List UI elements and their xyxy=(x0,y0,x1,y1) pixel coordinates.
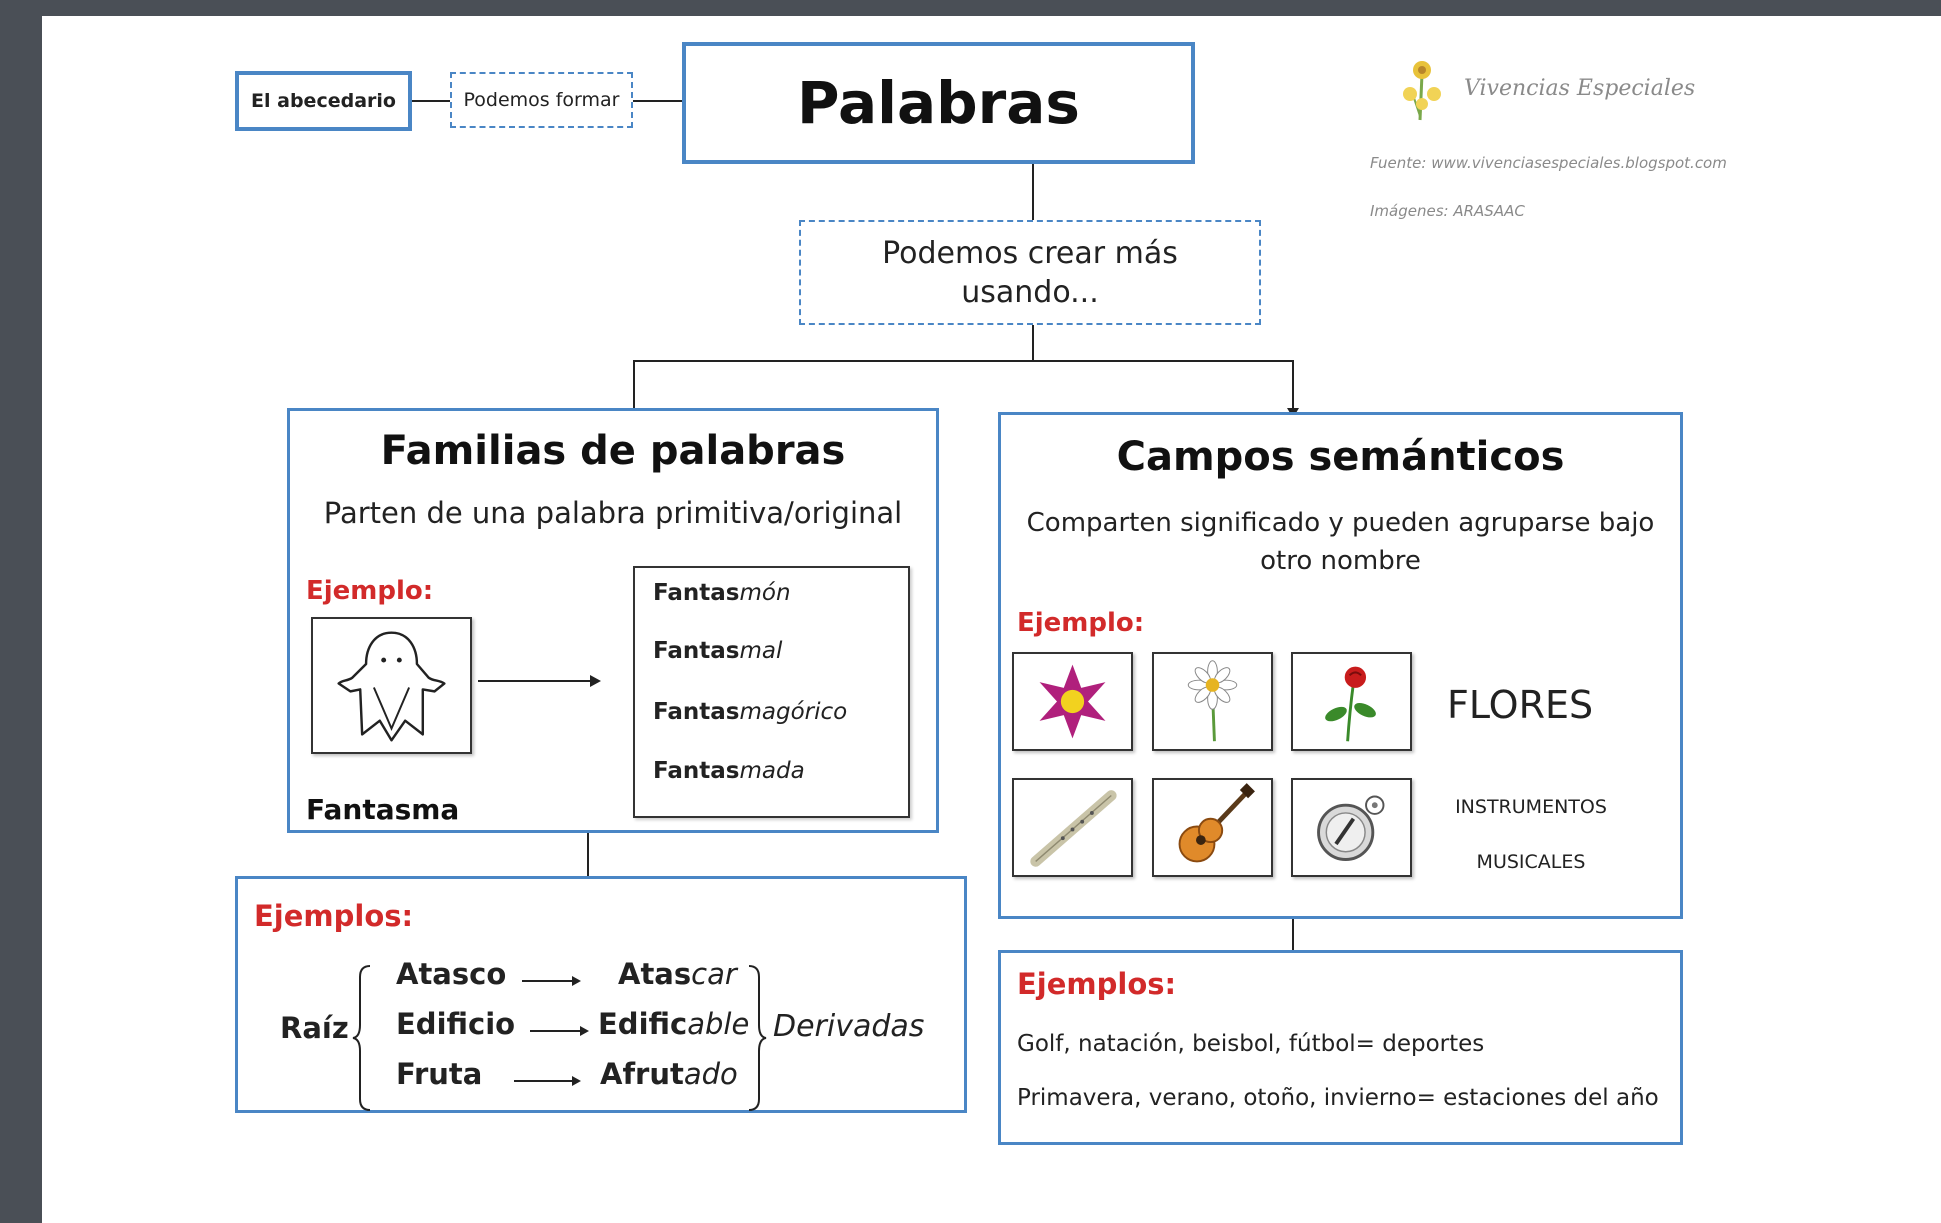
derived-word-root: Fantas xyxy=(653,580,740,606)
derived-word-root: Fantas xyxy=(653,758,740,784)
connector-right-branch xyxy=(1292,360,1294,410)
familias-ejemplos-box: Ejemplos: Raíz Atasco Edificio Fruta Ata… xyxy=(235,876,967,1113)
derived-root: Atas xyxy=(618,957,692,991)
row-arrow-head xyxy=(572,1076,581,1086)
campos-ejemplo-line: Primavera, verano, otoño, invierno= esta… xyxy=(1017,1085,1659,1111)
rose-icon xyxy=(1325,666,1376,742)
logo-text: Vivencias Especiales xyxy=(1464,76,1696,101)
palabras-title-box: Palabras xyxy=(682,42,1195,164)
familias-box: Familias de palabras Parten de una palab… xyxy=(287,408,939,833)
instrumentos-label-line2: MUSICALES xyxy=(1476,851,1586,873)
base-word: Fruta xyxy=(396,1057,483,1091)
campos-ejemplos-label: Ejemplos: xyxy=(1017,967,1177,1001)
campos-ejemplo-line: Golf, natación, beisbol, fútbol= deporte… xyxy=(1017,1031,1485,1057)
familias-word: Fantasma xyxy=(306,793,460,826)
diagram-canvas: El abecedario Podemos formar Palabras Po… xyxy=(42,16,1941,1223)
flower-picture xyxy=(1152,652,1273,751)
logo: Vivencias Especiales xyxy=(1392,54,1772,124)
base-word: Edificio xyxy=(396,1007,516,1041)
credits-imagenes: Imágenes: ARASAAC xyxy=(1370,202,1525,220)
page-title: Palabras xyxy=(797,69,1080,137)
derived-word-root: Fantas xyxy=(653,638,740,664)
familias-title: Familias de palabras xyxy=(380,428,846,474)
campos-subtitle: Comparten significado y pueden agruparse… xyxy=(1026,508,1655,576)
base-word: Atasco xyxy=(396,957,507,991)
connector-left-branch xyxy=(633,360,635,410)
flower-picture xyxy=(1012,652,1133,751)
derived-word: Fantasmón xyxy=(653,580,791,606)
connector-branch xyxy=(633,360,1293,362)
derived-suffix: ado xyxy=(683,1057,738,1091)
derived-word: Fantasmagórico xyxy=(653,699,847,725)
podemos-formar-box: Podemos formar xyxy=(450,72,633,128)
abecedario-label: El abecedario xyxy=(251,90,396,112)
campos-ejemplo-label: Ejemplo: xyxy=(1017,608,1145,638)
podemos-crear-label: Podemos crear más usando... xyxy=(882,235,1178,310)
left-brace xyxy=(350,963,374,1113)
derived-word-suffix: món xyxy=(739,580,791,606)
row-arrow-head xyxy=(572,976,581,986)
row-arrow-shaft xyxy=(530,1030,582,1032)
row-arrow-head xyxy=(580,1026,589,1036)
guitar-icon xyxy=(1178,783,1255,863)
derived-words-box: Fantasmón Fantasmal Fantasmagórico Fanta… xyxy=(633,566,910,818)
derived-suffix: car xyxy=(691,957,737,991)
connector-title-down xyxy=(1032,164,1034,220)
instrument-picture xyxy=(1012,778,1133,877)
familias-ejemplos-label: Ejemplos: xyxy=(254,899,414,933)
raiz-label: Raíz xyxy=(280,1011,349,1045)
instrument-picture xyxy=(1291,778,1412,877)
derived-word-root: Fantas xyxy=(653,699,740,725)
connector-campos-ejemplos xyxy=(1292,919,1294,951)
podemos-crear-box: Podemos crear más usando... xyxy=(799,220,1261,325)
flower-logo-icon xyxy=(1403,61,1441,121)
derivadas-label: Derivadas xyxy=(773,1009,925,1044)
derived-word-suffix: magórico xyxy=(739,699,848,725)
right-brace xyxy=(745,963,769,1113)
familias-ejemplo-label: Ejemplo: xyxy=(306,576,434,606)
derived-root: Afrut xyxy=(600,1057,684,1091)
flute-icon xyxy=(1030,790,1117,867)
ghost-picture xyxy=(311,617,472,754)
arrow-ghost-shaft xyxy=(478,680,592,682)
arrow-ghost-head xyxy=(590,675,601,687)
instrumentos-label: INSTRUMENTOS MUSICALES xyxy=(1431,790,1631,880)
credits-fuente: Fuente: www.vivenciasespeciales.blogspot… xyxy=(1370,154,1727,172)
derived-word-suffix: mal xyxy=(739,638,783,664)
ghost-icon xyxy=(337,631,446,742)
row-arrow-shaft xyxy=(522,980,574,982)
campos-ejemplos-box: Ejemplos: Golf, natación, beisbol, fútbo… xyxy=(998,950,1683,1145)
derived-word: Edificable xyxy=(598,1007,749,1041)
connector-familias-ejemplos xyxy=(587,833,589,876)
tambourine-icon xyxy=(1317,795,1385,861)
podemos-formar-label: Podemos formar xyxy=(463,89,620,111)
derived-word: Afrutado xyxy=(600,1057,738,1091)
flower-picture xyxy=(1291,652,1412,751)
connector-abecedario xyxy=(412,100,450,102)
derived-word-suffix: mada xyxy=(739,758,805,784)
derived-root: Edific xyxy=(598,1007,688,1041)
campos-title: Campos semánticos xyxy=(1116,434,1565,480)
campos-box: Campos semánticos Comparten significado … xyxy=(998,412,1683,919)
derived-suffix: able xyxy=(687,1007,750,1041)
row-arrow-shaft xyxy=(514,1080,574,1082)
left-brace-icon xyxy=(352,965,371,1111)
abecedario-box: El abecedario xyxy=(235,71,412,131)
daisy-icon xyxy=(1187,660,1238,742)
right-brace-icon xyxy=(748,965,767,1111)
flores-label: FLORES xyxy=(1447,683,1594,727)
purple-flower-icon xyxy=(1039,664,1106,739)
connector-crear-down xyxy=(1032,325,1034,361)
familias-subtitle: Parten de una palabra primitiva/original xyxy=(323,496,903,530)
instrument-picture xyxy=(1152,778,1273,877)
connector-formar xyxy=(633,100,682,102)
derived-word: Fantasmal xyxy=(653,638,782,664)
derived-word: Atascar xyxy=(618,957,737,991)
derived-word: Fantasmada xyxy=(653,758,805,784)
instrumentos-label-line1: INSTRUMENTOS xyxy=(1455,795,1607,818)
